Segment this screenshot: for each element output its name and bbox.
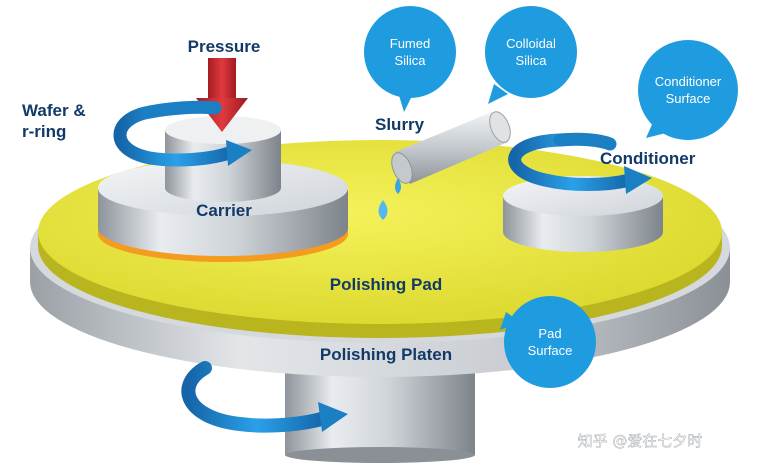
pad-surface-bubble: Pad Surface [500,296,596,388]
pad-surface-line2: Surface [528,343,573,358]
fumed-silica-bubble: Fumed Silica [364,6,456,112]
polishing-pad-label: Polishing Pad [330,275,442,294]
carrier-label: Carrier [196,201,252,220]
pressure-label: Pressure [188,37,261,56]
conditioner-surface-line2: Surface [666,91,711,106]
slurry-droplets-icon [378,178,401,220]
fumed-silica-line2: Silica [394,53,426,68]
watermark: 知乎 @爱在七夕时 [578,432,703,450]
conditioner-rotation-arrow-icon [508,132,652,194]
wafer-label-line1: Wafer & [22,101,86,120]
colloidal-silica-line1: Colloidal [506,36,556,51]
pad-surface-line1: Pad [538,326,561,341]
slurry-pipe [391,111,511,184]
conditioner-label: Conditioner [600,149,696,168]
wafer-rotation-arrow-icon [113,100,252,167]
slurry-label: Slurry [375,115,425,134]
conditioner-surface-line1: Conditioner [655,74,722,89]
wafer-holder [165,116,281,202]
conditioner-surface-bubble: Conditioner Surface [638,40,738,140]
fumed-silica-line1: Fumed [390,36,430,51]
polishing-platen-label: Polishing Platen [320,345,452,364]
colloidal-silica-bubble: Colloidal Silica [485,6,577,104]
wafer-label-line2: r-ring [22,122,66,141]
colloidal-silica-line2: Silica [515,53,547,68]
platen-rotation-arrow-icon [181,361,348,433]
